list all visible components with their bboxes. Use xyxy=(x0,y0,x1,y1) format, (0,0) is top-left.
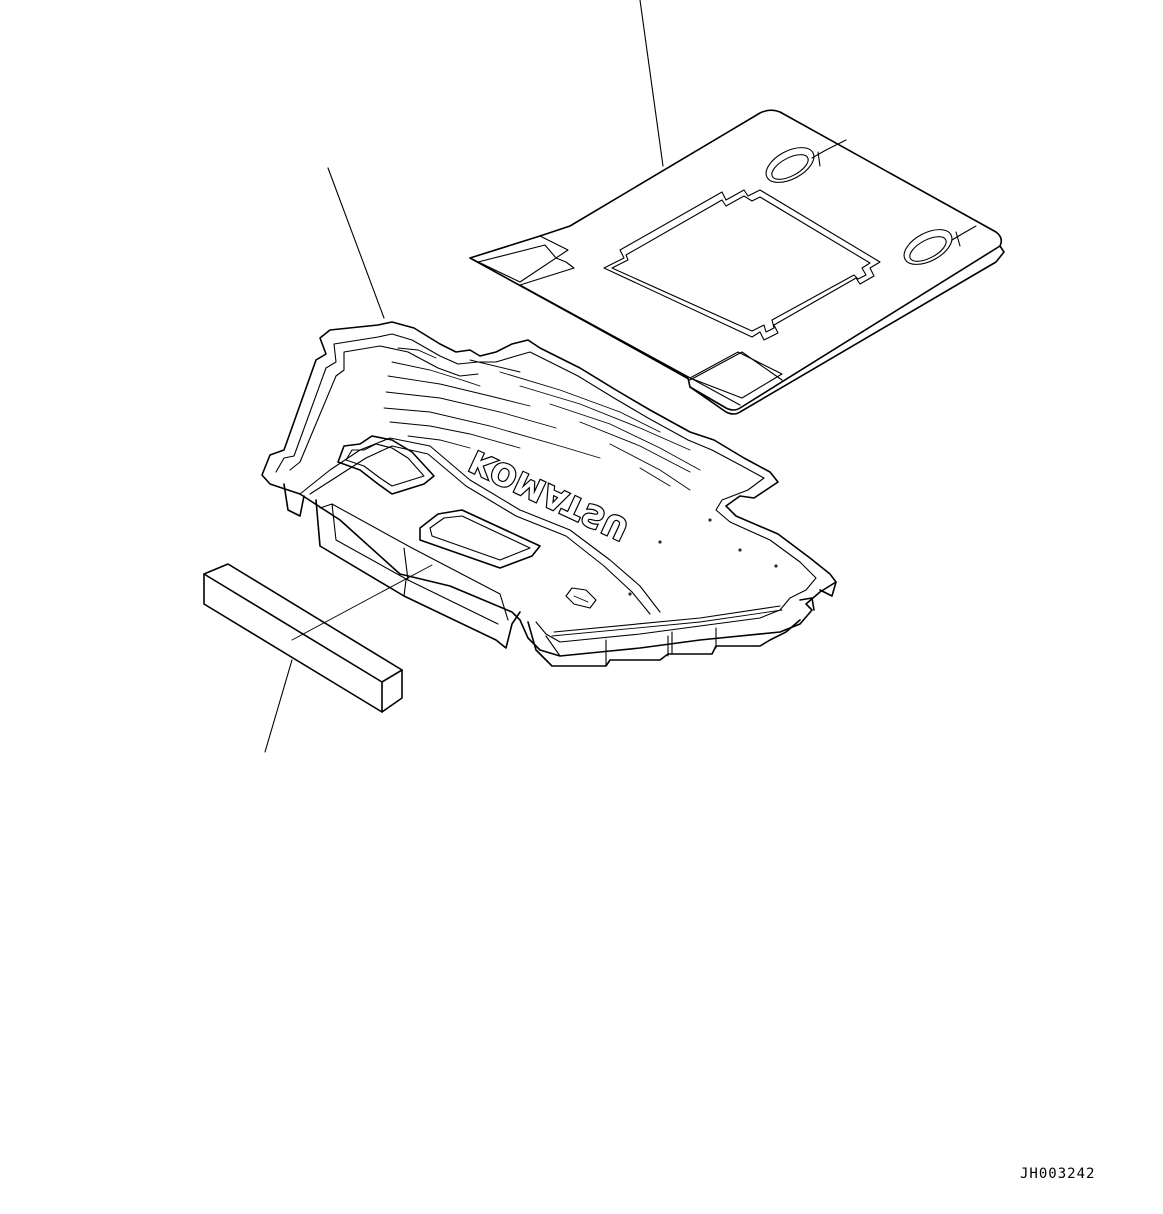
rear-mat-top-face xyxy=(469,109,1003,411)
front-mat-inner-rim xyxy=(275,333,817,643)
front-mat-ridge xyxy=(299,437,661,613)
rear-mat-center-cutout xyxy=(603,189,881,341)
foam-block-side xyxy=(381,669,403,713)
rear-mat-edge-right xyxy=(689,245,1005,415)
rear-mat-tab-back xyxy=(689,351,783,399)
floor-mat-front: KOMATSU xyxy=(261,321,837,667)
leader-line-rear-mat xyxy=(639,0,664,167)
front-mat-tab-left xyxy=(283,483,305,517)
front-mat-logo: KOMATSU xyxy=(465,443,635,547)
rear-mat-oval-hole-1 xyxy=(765,147,815,183)
front-mat-pedal-cutout-center xyxy=(419,509,541,569)
leader-lines xyxy=(264,0,664,753)
leader-line-foam-block xyxy=(264,659,293,753)
rear-mat-inner-border xyxy=(477,244,783,381)
front-mat-front-wall xyxy=(315,499,521,649)
front-mat-side-wall xyxy=(527,619,801,667)
front-mat-clip xyxy=(565,587,597,609)
front-mat-ribs xyxy=(383,347,701,491)
drawing-code: JH003242 xyxy=(1020,1166,1096,1182)
leader-line-foam-to-mat xyxy=(291,564,433,641)
rear-mat-tab-left xyxy=(469,235,569,283)
front-mat-pedal-cutout-left xyxy=(337,435,435,495)
floor-mat-rear xyxy=(469,109,1005,415)
rear-mat-oval-hole-2 xyxy=(903,229,953,265)
leader-line-front-mat xyxy=(327,167,385,319)
foam-block-front xyxy=(203,573,383,713)
front-mat-outer-rim xyxy=(261,321,837,657)
foam-block xyxy=(203,563,403,713)
